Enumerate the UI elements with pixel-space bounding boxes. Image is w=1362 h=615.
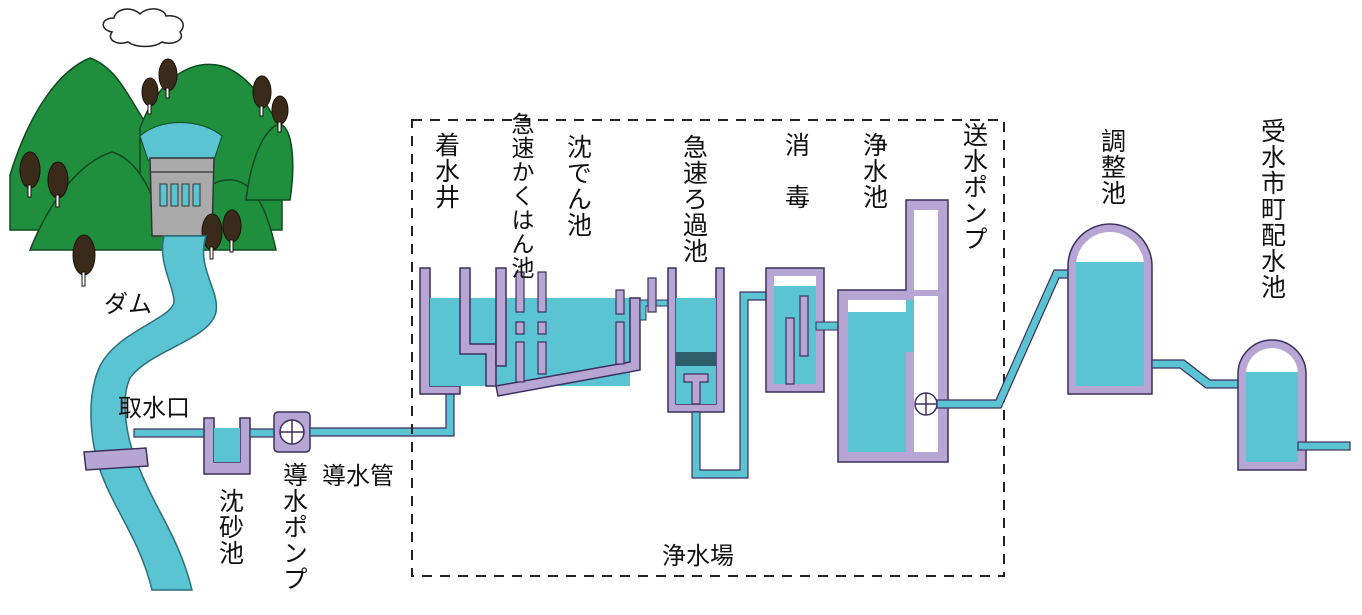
intake-pump-icon — [273, 411, 311, 453]
dam-label: ダム — [104, 290, 152, 318]
transmission-pump-icon — [914, 392, 938, 416]
cloud-icon — [102, 8, 184, 48]
plant-label: 浄水場 — [662, 542, 734, 570]
settling-basin-label: 沈砂池 — [215, 488, 245, 566]
disinfection-tank — [765, 267, 841, 393]
settling-basin — [203, 417, 251, 475]
regulating-pond — [1067, 223, 1153, 395]
conduit-pipe — [309, 393, 455, 437]
regulating-label: 調整池 — [1097, 128, 1127, 206]
supply-pipe — [1151, 359, 1245, 389]
distribution-reservoir — [1237, 339, 1307, 471]
intake-pipe — [133, 428, 215, 438]
conduit-label: 導水管 — [322, 462, 394, 490]
rapid-mixing-label: 急速かくはん池 — [507, 112, 533, 280]
sedimentation-label: 沈でん池 — [563, 134, 593, 238]
clear-water-reservoir — [837, 199, 949, 463]
river — [90, 235, 218, 591]
transmission-pump-label: 送水ポンプ — [959, 122, 989, 252]
dam-structure — [149, 157, 215, 237]
outflow-pipe — [1297, 441, 1351, 451]
clear-water-label: 浄水池 — [859, 132, 889, 210]
intake-weir — [83, 447, 149, 471]
plant-boundary — [411, 119, 1005, 577]
distribution-label: 受水市町配水池 — [1257, 118, 1287, 300]
treatment-basins — [419, 267, 669, 397]
reservoir — [139, 122, 223, 161]
intake-label: 取水口 — [118, 394, 190, 422]
pipe-to-pump — [249, 428, 277, 438]
disinfection-label: 消 毒 — [781, 132, 811, 210]
intake-pump-label: 導水ポンプ — [279, 462, 309, 592]
receiving-well-label: 着水井 — [431, 132, 461, 210]
trees — [19, 58, 289, 287]
filtration-basin — [667, 267, 725, 413]
rapid-filtration-label: 急速ろ過池 — [679, 134, 709, 264]
